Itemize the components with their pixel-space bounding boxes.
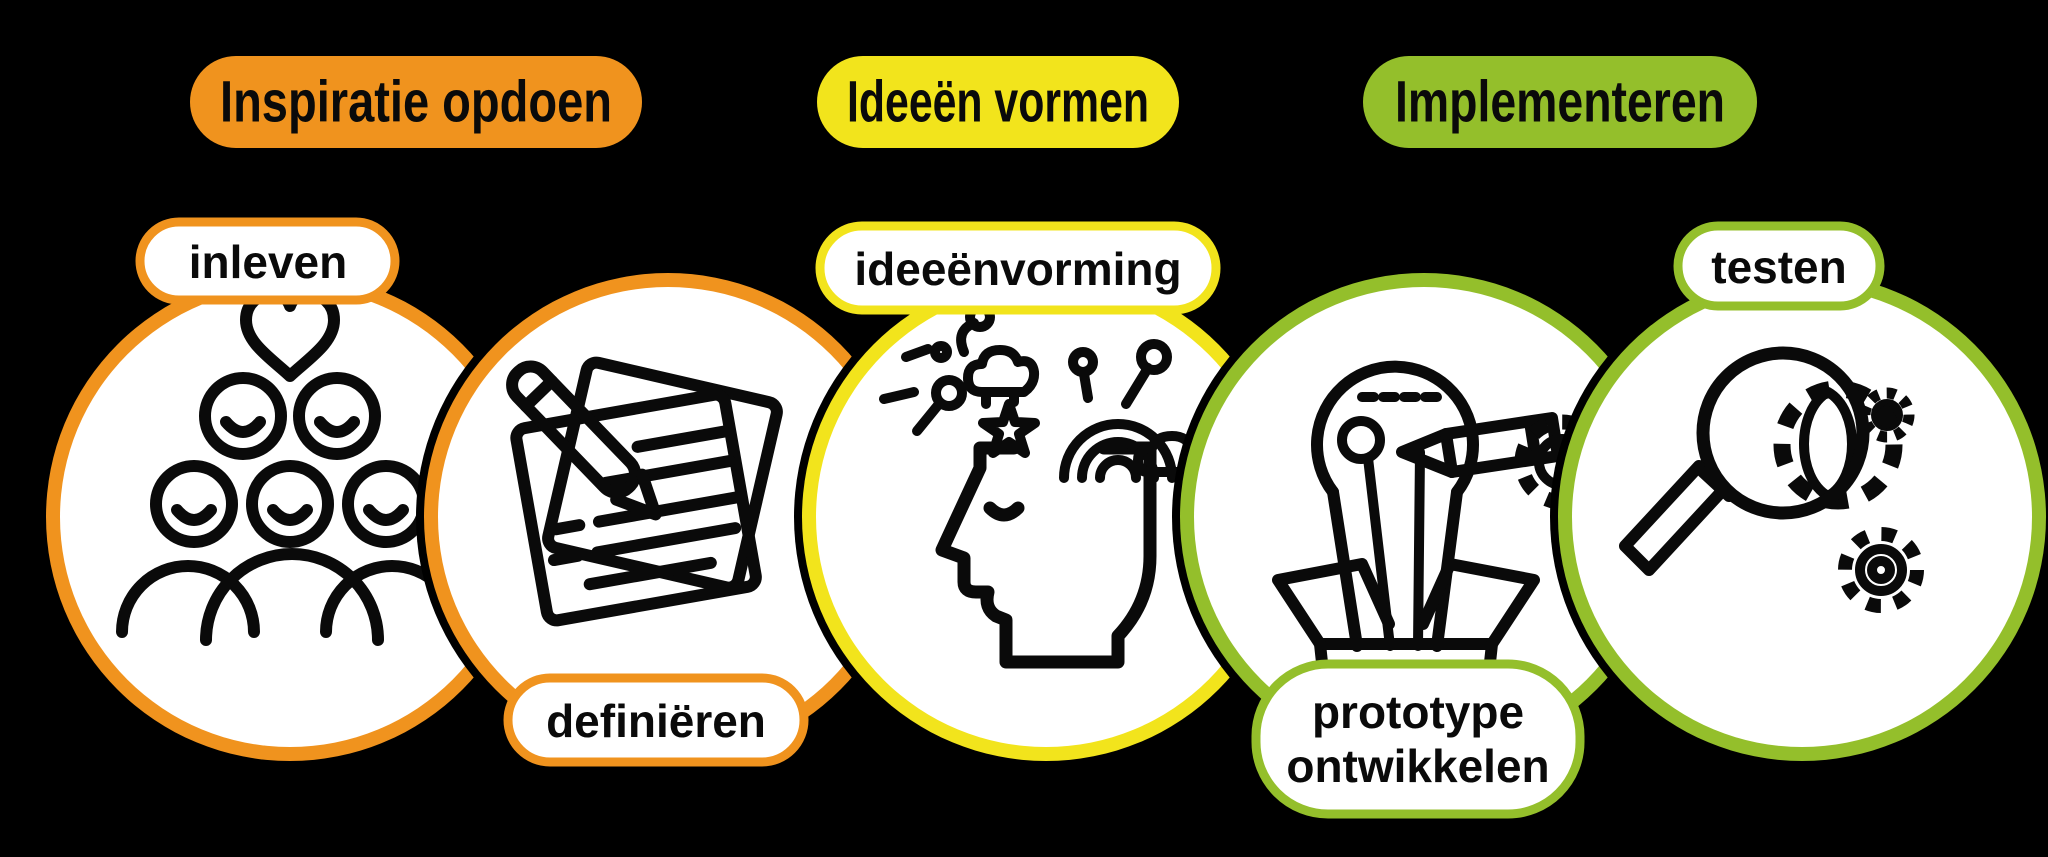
phase-label: testen xyxy=(1711,241,1846,293)
label-pill-definieren: definiëren xyxy=(503,673,809,767)
pencil-icon xyxy=(1396,412,1564,478)
phase-circle-testen xyxy=(1550,265,2048,769)
pencil-icon xyxy=(506,360,662,521)
label-pill-bg xyxy=(815,221,1221,315)
define-notepad-pencil-icon xyxy=(506,356,783,627)
front-paper xyxy=(510,388,762,627)
star-icon xyxy=(978,399,1040,458)
header-label: Inspiratie opdoen xyxy=(220,70,612,135)
label-pill-prototype-ontwikkelen: prototype ontwikkelen xyxy=(1251,659,1585,819)
phase-circle-prototype xyxy=(1172,265,1676,769)
phase-circle-definieren xyxy=(416,265,920,769)
magnifier-lens xyxy=(1696,346,1870,520)
label-pill-bg xyxy=(503,673,809,767)
label-pill-testen: testen xyxy=(1673,221,1885,311)
header-pill-bg xyxy=(817,56,1179,148)
phase-label-line2: ontwikkelen xyxy=(1286,740,1549,792)
label-pill-ideeenvorming: ideeënvorming xyxy=(815,221,1221,315)
head-profile xyxy=(935,441,1157,669)
cloud-icon xyxy=(963,345,1040,397)
header-pill-bg xyxy=(1363,56,1757,148)
ideation-head-ideas-icon xyxy=(879,302,1209,669)
header-pill-bg xyxy=(190,56,642,148)
header-label: Implementeren xyxy=(1395,70,1725,135)
label-pill-bg xyxy=(1673,221,1885,311)
rainbow-arc xyxy=(1095,455,1141,483)
rainbow-arc xyxy=(1077,437,1159,483)
header-pill-ideeen-vormen: Ideeën vormen xyxy=(817,56,1179,148)
text-line xyxy=(547,522,742,567)
text-line xyxy=(631,425,731,453)
magnifier-handle xyxy=(1619,460,1735,576)
gear-icon xyxy=(1773,380,1903,510)
phase-label: definiëren xyxy=(546,695,766,747)
phase-label: inleven xyxy=(189,236,348,288)
test-magnifier-gears-icon xyxy=(1619,346,1924,613)
text-line xyxy=(599,455,736,489)
closed-eye xyxy=(983,501,1025,522)
label-pill-bg xyxy=(1251,659,1585,819)
gear-icon xyxy=(1838,527,1924,613)
phase-circle-ideeenvorming xyxy=(794,265,1298,769)
gear-icon xyxy=(1859,387,1915,443)
label-pill-inleven: inleven xyxy=(135,217,400,305)
label-pill-bg xyxy=(135,217,400,305)
text-line xyxy=(583,556,717,591)
phase-label-line1: prototype xyxy=(1312,686,1524,738)
text-line xyxy=(549,491,744,536)
phase-circle-inleven xyxy=(38,265,542,769)
phase-label: ideeënvorming xyxy=(854,243,1181,295)
shoulder-arc xyxy=(116,560,260,638)
shoulder-arc xyxy=(200,548,384,646)
header-pill-inspiratie-opdoen: Inspiratie opdoen xyxy=(190,56,642,148)
circle-inner xyxy=(816,287,1276,747)
header-label: Ideeën vormen xyxy=(847,70,1149,135)
rainbow-arc xyxy=(1059,419,1177,483)
header-pill-implementeren: Implementeren xyxy=(1363,56,1757,148)
lightbulb-icon xyxy=(1311,360,1479,498)
circle-inner xyxy=(438,287,898,747)
heart-icon xyxy=(240,288,340,382)
